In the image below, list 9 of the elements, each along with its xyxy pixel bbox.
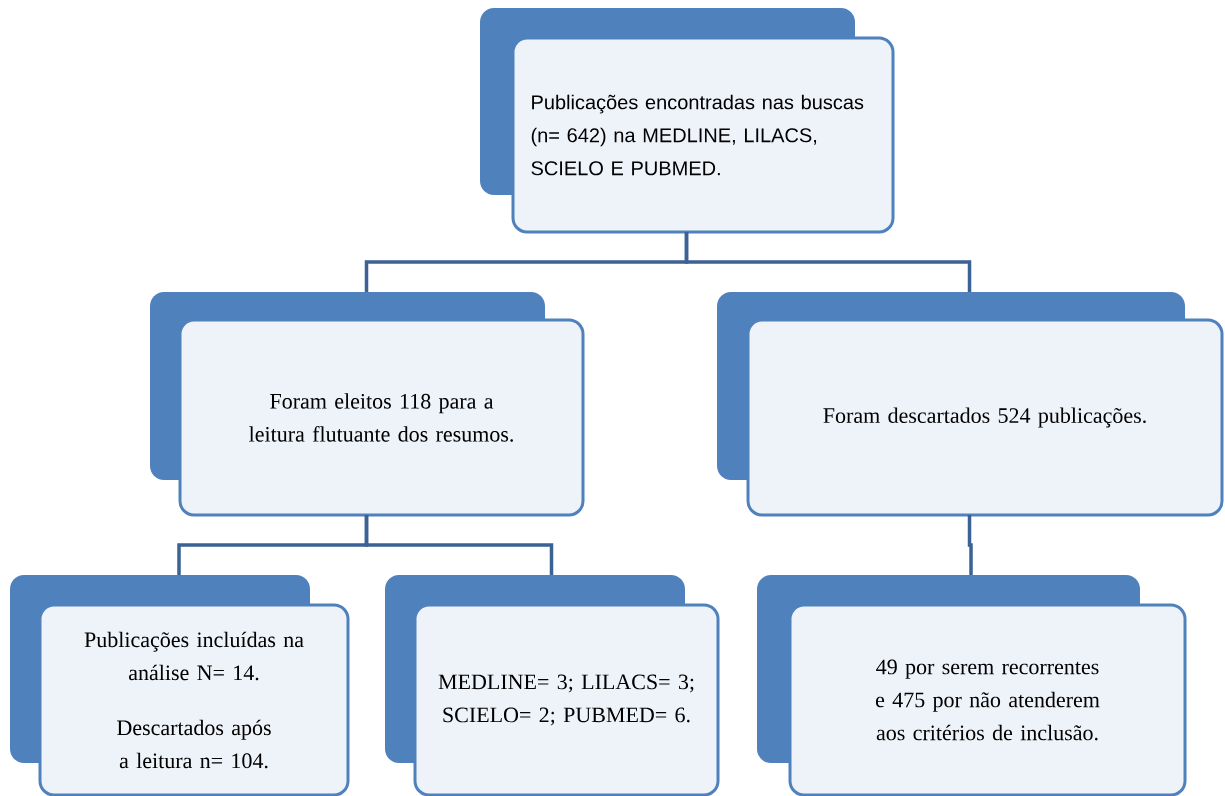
box: Publicações incluídas na análise N= 14. Descartados após a leitura n= 104. bbox=[10, 575, 350, 796]
connector-line bbox=[684, 232, 972, 292]
box: Publicações encontradas nas buscas (n= 642) na MEDLINE, LILACS, SCIELO E PUBMED. bbox=[480, 8, 895, 234]
box: MEDLINE= 3; LILACS= 3; SCIELO= 2; PUBMED= 6. bbox=[385, 575, 720, 796]
box: 49 por serem recorrentes e 475 por não atenderem aos critérios de inclusão. bbox=[757, 575, 1187, 796]
box: Foram descartados 524 publicações. bbox=[717, 292, 1224, 517]
connector-line bbox=[364, 515, 554, 575]
connector-line bbox=[967, 515, 973, 575]
box: Foram eleitos 118 para a leitura flutuante dos resumos. bbox=[150, 292, 585, 517]
